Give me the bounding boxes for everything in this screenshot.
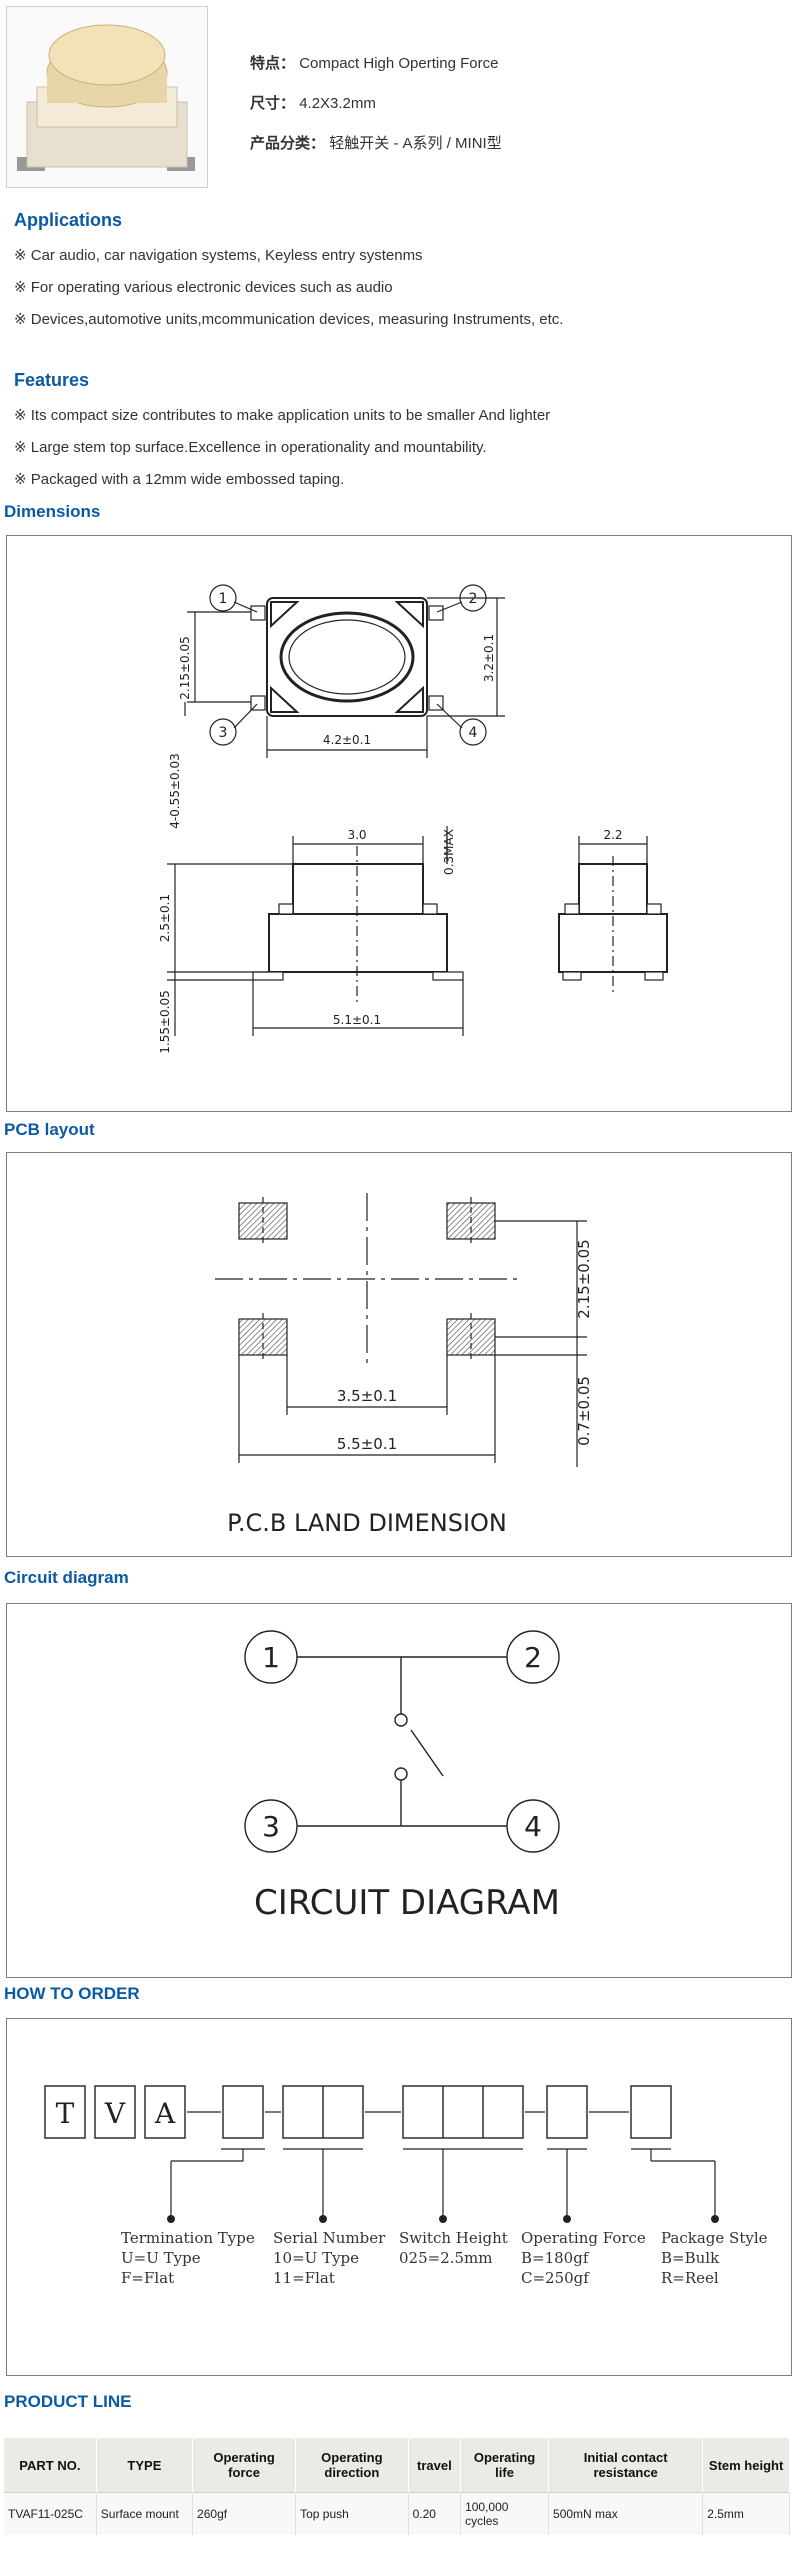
circuit-p1-label: 1 <box>262 1641 280 1674</box>
order-height-title: Switch Height <box>399 2229 508 2247</box>
pcb-title: PCB layout <box>4 1120 95 1139</box>
applications-line-3: ※ Devices,automotive units,mcommunicatio… <box>14 311 564 328</box>
dim-51-label: 5.1±0.1 <box>333 1013 381 1027</box>
cell-operating-force: 260gf <box>192 2492 297 2535</box>
product-line-table: PART NO. TYPE Operating force Operating … <box>4 2438 790 2535</box>
cell-operating-life: 100,000 cycles <box>460 2492 550 2535</box>
pcb-215-label: 2.15±0.05 <box>575 1239 593 1318</box>
table-row: TVAF11-025C Surface mount 260gf Top push… <box>4 2492 790 2535</box>
header-contact-resistance: Initial contact resistance <box>548 2438 704 2493</box>
dim-42-label: 4.2±0.1 <box>323 733 371 747</box>
order-package-title: Package Style <box>661 2229 768 2247</box>
pcb-caption: P.C.B LAND DIMENSION <box>227 1509 507 1537</box>
dim-22-label: 2.2 <box>603 828 622 842</box>
spec-size: 尺寸： 4.2X3.2mm <box>250 95 376 112</box>
circuit-p3-label: 3 <box>262 1810 280 1843</box>
dim-25-label: 2.5±0.1 <box>158 894 172 942</box>
pcb-35-label: 3.5±0.1 <box>337 1387 397 1405</box>
dim-pin2-label: 2 <box>469 591 478 607</box>
order-letter-t: T <box>56 2097 75 2130</box>
order-termination-line-1: U=U Type <box>121 2249 201 2267</box>
applications-title: Applications <box>14 210 123 230</box>
order-package-line-2: R=Reel <box>661 2269 719 2287</box>
pcb-drawing: 3.5±0.1 5.5±0.1 2.15±0.05 0.7±0.05 P.C.B… <box>6 1152 792 1557</box>
order-letter-a: A <box>154 2097 176 2130</box>
order-height-line-1: 025=2.5mm <box>399 2249 493 2267</box>
header-stem-height: Stem height <box>702 2438 790 2493</box>
cell-travel: 0.20 <box>408 2492 462 2535</box>
dimensions-title: Dimensions <box>4 502 101 521</box>
dim-155-label: 1.55±0.05 <box>158 990 172 1054</box>
dimensions-drawing: 1 2 3 4 2.15±0.05 3.2±0.1 4.2±0.1 4-0.55… <box>6 535 792 1112</box>
pcb-07-label: 0.7±0.05 <box>575 1376 593 1446</box>
dim-30-label: 3.0 <box>347 828 366 842</box>
features-line-3: ※ Packaged with a 12mm wide embossed tap… <box>14 471 345 488</box>
spec-feature: 特点： Compact High Operting Force <box>250 55 499 72</box>
order-package-line-1: B=Bulk <box>661 2249 720 2267</box>
header-operating-force: Operating force <box>192 2438 297 2493</box>
product-image <box>6 6 208 188</box>
dim-pin3-label: 3 <box>219 725 228 741</box>
order-serial-line-2: 11=Flat <box>273 2269 335 2287</box>
circuit-p4-label: 4 <box>524 1810 542 1843</box>
dim-pin1-label: 1 <box>219 591 228 607</box>
features-title: Features <box>14 370 90 390</box>
features-line-2: ※ Large stem top surface.Excellence in o… <box>14 439 487 456</box>
pcb-55-label: 5.5±0.1 <box>337 1435 397 1453</box>
circuit-title: Circuit diagram <box>4 1568 129 1587</box>
product-header: 特点： Compact High Operting Force 尺寸： 4.2X… <box>0 0 796 200</box>
dim-32-label: 3.2±0.1 <box>482 634 496 682</box>
header-part-no: PART NO. <box>4 2438 97 2493</box>
product-line-title: PRODUCT LINE <box>4 2392 132 2411</box>
header-travel: travel <box>408 2438 462 2493</box>
order-serial-line-1: 10=U Type <box>273 2249 359 2267</box>
order-serial-title: Serial Number <box>273 2229 386 2247</box>
header-operating-direction: Operating direction <box>295 2438 409 2493</box>
cell-part-no: TVAF11-025C <box>4 2492 97 2535</box>
order-letter-v: V <box>104 2097 126 2130</box>
cell-type: Surface mount <box>96 2492 194 2535</box>
applications-line-2: ※ For operating various electronic devic… <box>14 279 393 296</box>
circuit-caption: CIRCUIT DIAGRAM <box>254 1883 560 1923</box>
dim-455-label: 4-0.55±0.03 <box>168 753 182 828</box>
cell-operating-direction: Top push <box>295 2492 409 2535</box>
header-operating-life: Operating life <box>460 2438 550 2493</box>
order-termination-title: Termination Type <box>121 2229 255 2247</box>
header-type: TYPE <box>96 2438 194 2493</box>
product-line-header-row: PART NO. TYPE Operating force Operating … <box>4 2438 790 2493</box>
cell-stem-height: 2.5mm <box>702 2492 790 2535</box>
order-termination-line-2: F=Flat <box>121 2269 174 2287</box>
dim-215-label: 2.15±0.05 <box>178 636 192 700</box>
order-force-title: Operating Force <box>521 2229 646 2247</box>
features-line-1: ※ Its compact size contributes to make a… <box>14 407 551 424</box>
circuit-p2-label: 2 <box>524 1641 542 1674</box>
order-force-line-1: B=180gf <box>521 2249 590 2267</box>
order-force-line-2: C=250gf <box>521 2269 590 2287</box>
order-drawing: T V A Termination Type U=U Type F=Flat S… <box>6 2018 792 2376</box>
dim-03-label: 0.3MAX <box>442 829 456 875</box>
spec-category: 产品分类： 轻触开关 - A系列 / MINI型 <box>250 135 502 152</box>
applications-line-1: ※ Car audio, car navigation systems, Key… <box>14 247 423 264</box>
order-title: HOW TO ORDER <box>4 1984 140 2003</box>
cell-contact-resistance: 500mN max <box>548 2492 704 2535</box>
circuit-drawing: 1 2 3 4 CIRCUIT DIAGRAM <box>6 1603 792 1978</box>
dim-pin4-label: 4 <box>469 725 478 741</box>
